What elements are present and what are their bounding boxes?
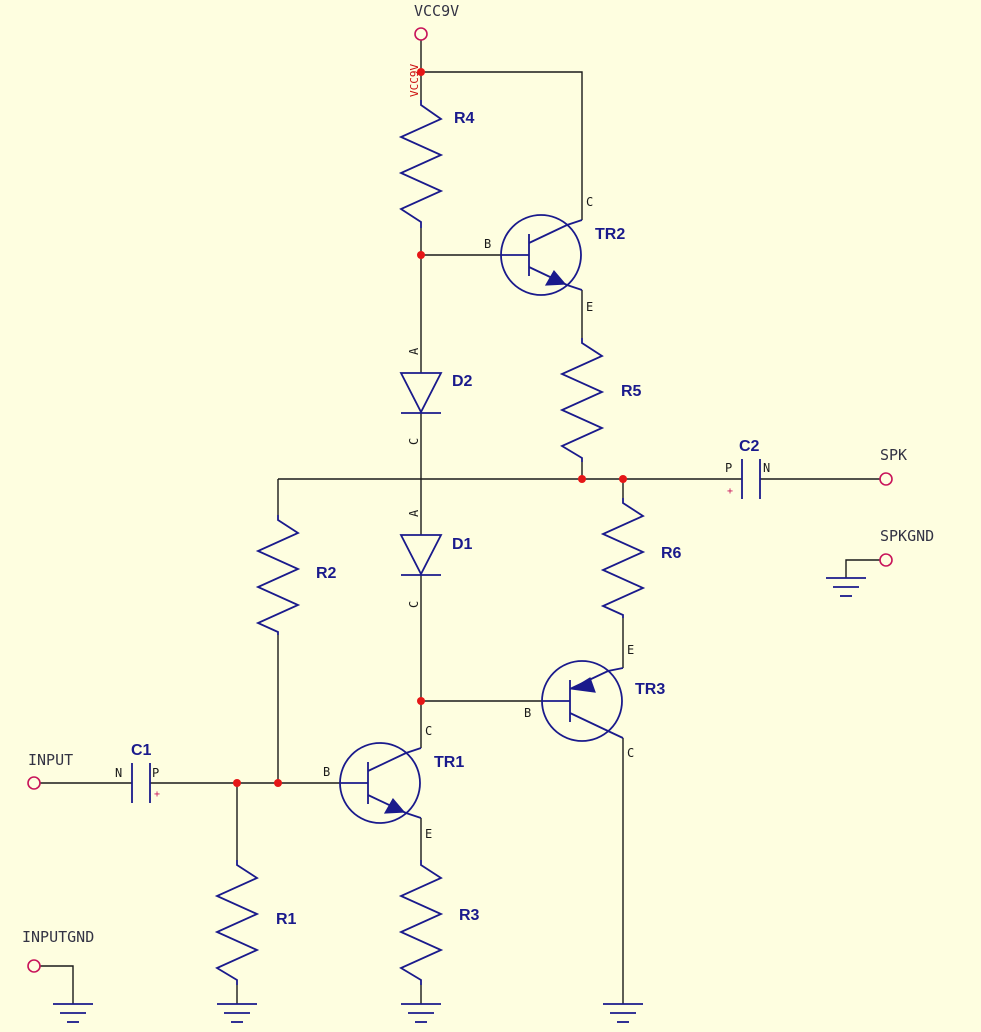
- label-c2: C2: [739, 438, 760, 455]
- pin-d2-c: C: [407, 438, 421, 445]
- label-tr3: TR3: [635, 681, 665, 698]
- vcc-net-label: VCC9V: [408, 64, 421, 97]
- pin-c1-p: P: [152, 766, 159, 780]
- pin-tr3-b: B: [524, 706, 531, 720]
- wire-spkgnd: [845, 559, 880, 578]
- pin-tr1-c: C: [425, 724, 432, 738]
- port-input-terminal[interactable]: [27, 776, 41, 790]
- port-inputgnd-label: INPUTGND: [22, 928, 94, 946]
- transistor-tr1[interactable]: [339, 742, 422, 824]
- c2-plus-mark: +: [727, 486, 733, 497]
- resistor-r4[interactable]: [398, 100, 444, 228]
- label-d2: D2: [452, 373, 473, 390]
- resistor-r2[interactable]: [255, 515, 301, 635]
- label-tr1: TR1: [434, 754, 464, 771]
- capacitor-c2[interactable]: [741, 459, 761, 499]
- resistor-r3[interactable]: [398, 860, 444, 985]
- ground-r3: [401, 1003, 441, 1023]
- label-r3: R3: [459, 907, 480, 924]
- diode-d1[interactable]: [399, 534, 443, 576]
- c1-plus-mark: +: [154, 789, 160, 800]
- port-spkgnd-terminal[interactable]: [879, 553, 893, 567]
- port-spk-label: SPK: [880, 446, 907, 464]
- label-d1: D1: [452, 536, 473, 553]
- junction-tr3-base: [417, 697, 425, 705]
- junction-r6: [619, 475, 627, 483]
- label-r6: R6: [661, 545, 682, 562]
- port-spkgnd-label: SPKGND: [880, 527, 934, 545]
- ground-inputgnd: [53, 1003, 93, 1023]
- pin-c1-n: N: [115, 766, 122, 780]
- resistor-r1[interactable]: [214, 860, 260, 985]
- ground-r1: [217, 1003, 257, 1023]
- pin-tr1-e: E: [425, 827, 432, 841]
- pin-tr2-e: E: [586, 300, 593, 314]
- pin-c2-n: N: [763, 461, 770, 475]
- resistor-r5[interactable]: [559, 338, 605, 462]
- junction-r1: [233, 779, 241, 787]
- port-vcc-terminal[interactable]: [414, 27, 428, 41]
- pin-d1-c: C: [407, 601, 421, 608]
- resistor-r6[interactable]: [600, 498, 646, 618]
- wire-vcc-rail: [420, 40, 583, 220]
- port-spk-terminal[interactable]: [879, 472, 893, 486]
- junction-tr2-base: [417, 251, 425, 259]
- pin-tr3-c: C: [627, 746, 634, 760]
- label-r4: R4: [454, 110, 475, 127]
- junction-r2: [274, 779, 282, 787]
- port-input-label: INPUT: [28, 751, 73, 769]
- label-tr2: TR2: [595, 226, 625, 243]
- junction-r5: [578, 475, 586, 483]
- junctions: [233, 68, 627, 787]
- wires: [40, 40, 880, 1004]
- junction-vcc: [417, 68, 425, 76]
- label-r1: R1: [276, 911, 297, 928]
- capacitor-c1[interactable]: [131, 763, 151, 803]
- port-inputgnd-terminal[interactable]: [27, 959, 41, 973]
- pin-c2-p: P: [725, 461, 732, 475]
- label-c1: C1: [131, 742, 152, 759]
- wire-inputgnd: [40, 965, 74, 1004]
- ground-tr3: [603, 1003, 643, 1023]
- pin-d2-a: A: [407, 347, 421, 355]
- ground-spkgnd: [826, 577, 866, 597]
- transistor-tr2[interactable]: [500, 214, 583, 296]
- diode-d2[interactable]: [399, 372, 443, 414]
- pin-tr1-b: B: [323, 765, 330, 779]
- pin-tr2-c: C: [586, 195, 593, 209]
- port-vcc-label: VCC9V: [414, 2, 459, 20]
- label-r2: R2: [316, 565, 337, 582]
- transistor-tr3[interactable]: [541, 660, 624, 742]
- pin-tr2-b: B: [484, 237, 491, 251]
- label-r5: R5: [621, 383, 642, 400]
- pin-tr3-e: E: [627, 643, 634, 657]
- pin-d1-a: A: [407, 509, 421, 517]
